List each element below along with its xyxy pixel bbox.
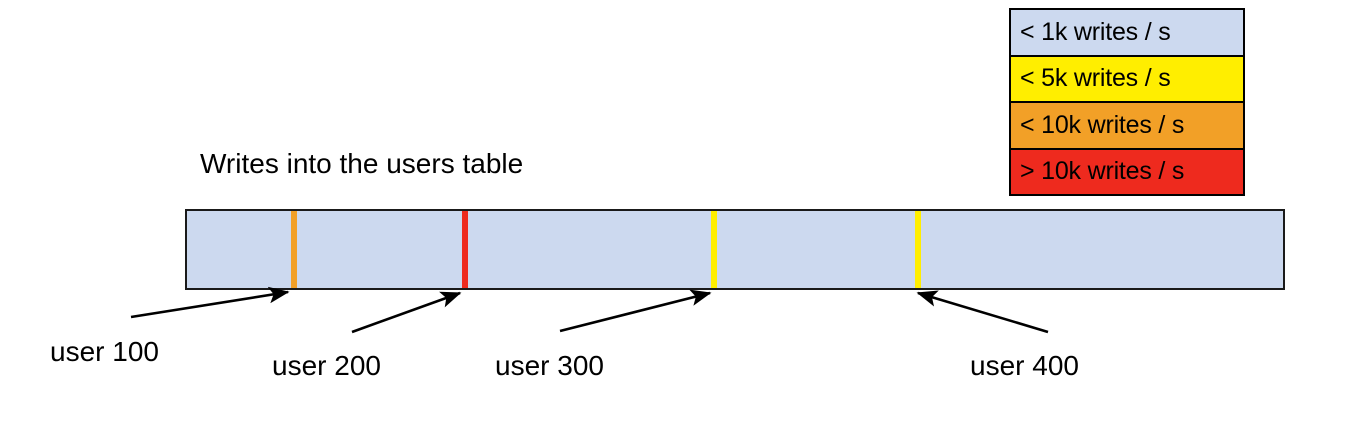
arrow-user-400 — [916, 290, 1049, 334]
arrow-user-200 — [351, 291, 462, 334]
legend-label-10k-under: < 10k writes / s — [1020, 110, 1185, 139]
marker-user-200 — [462, 211, 468, 288]
marker-user-100 — [291, 211, 297, 288]
callout-label-user-100: user 100 — [50, 336, 159, 367]
legend-label-10k-over: > 10k writes / s — [1020, 157, 1185, 186]
users-table-bar — [185, 209, 1285, 290]
marker-user-300 — [711, 211, 717, 288]
chart-title: Writes into the users table — [200, 148, 524, 179]
legend-label-5k: < 5k writes / s — [1020, 64, 1171, 93]
callout-label-user-400: user 400 — [970, 350, 1079, 381]
arrow-user-100 — [130, 286, 290, 319]
callout-label-user-200: user 200 — [272, 350, 381, 381]
legend-row-10k-under: < 10k writes / s — [1011, 103, 1243, 150]
legend: < 1k writes / s < 5k writes / s < 10k wr… — [1009, 8, 1245, 196]
legend-row-10k-over: > 10k writes / s — [1011, 149, 1243, 194]
legend-label-1k: < 1k writes / s — [1020, 17, 1171, 46]
callout-label-user-300: user 300 — [495, 350, 604, 381]
legend-row-5k: < 5k writes / s — [1011, 56, 1243, 103]
legend-row-1k: < 1k writes / s — [1011, 10, 1243, 57]
marker-user-400 — [915, 211, 921, 288]
arrow-user-300 — [559, 289, 712, 333]
